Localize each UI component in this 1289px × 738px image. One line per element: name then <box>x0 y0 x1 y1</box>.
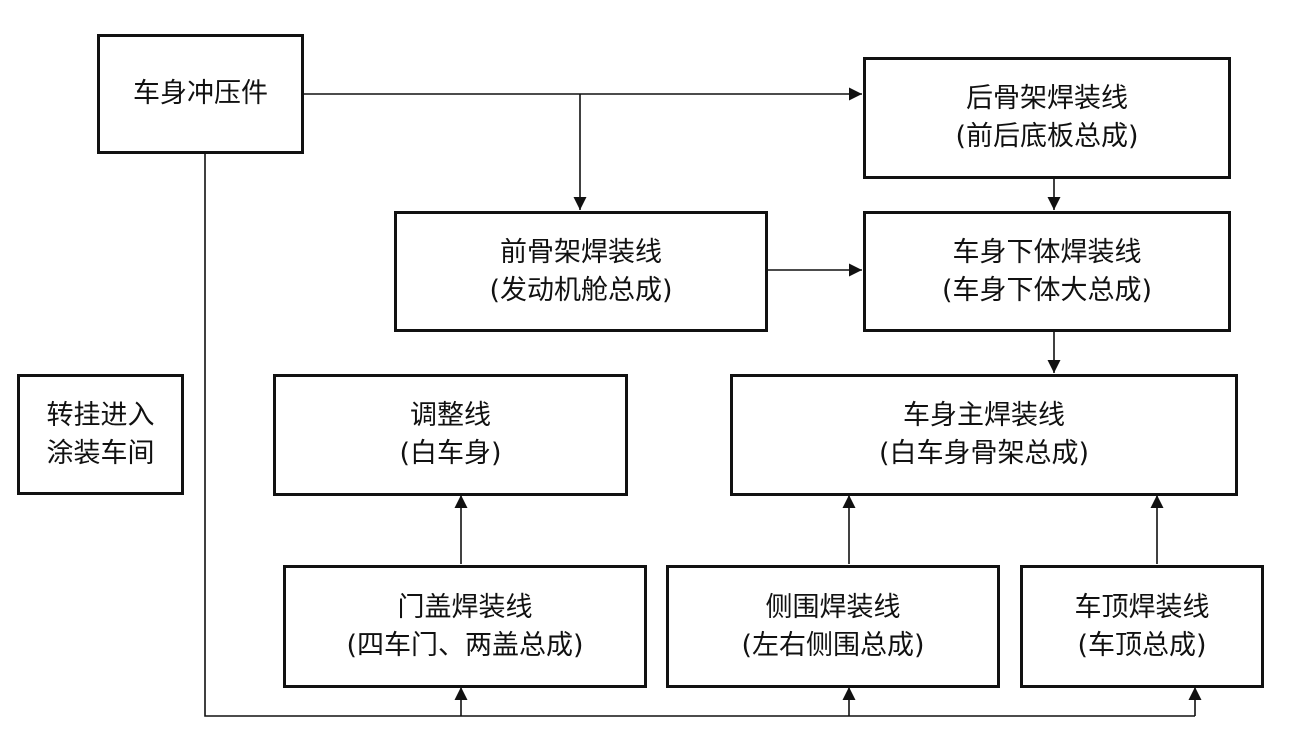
stamping-parts-box: 车身冲压件 <box>97 34 304 154</box>
front-frame-welding-line-subtitle: (发动机舱总成) <box>489 274 673 306</box>
underbody-welding-line-title: 车身下体焊装线 <box>952 236 1142 268</box>
side-panel-welding-line-box: 侧围焊装线 (左右侧围总成) <box>666 565 1000 688</box>
front-frame-welding-line-title: 前骨架焊装线 <box>500 236 662 268</box>
adjustment-line-title: 调整线 <box>410 400 491 431</box>
side-panel-welding-line-subtitle: (左右侧围总成) <box>741 629 925 661</box>
main-body-welding-line-subtitle: (白车身骨架总成) <box>878 438 1090 469</box>
underbody-welding-line-box: 车身下体焊装线 (车身下体大总成) <box>863 211 1231 332</box>
rear-frame-welding-line-subtitle: (前后底板总成) <box>955 121 1139 152</box>
rear-frame-welding-line-title: 后骨架焊装线 <box>966 83 1128 114</box>
transfer-to-paint-shop-line1: 转挂进入 <box>46 399 155 431</box>
underbody-welding-line-subtitle: (车身下体大总成) <box>941 274 1153 306</box>
stamping-feed-bus <box>204 153 1195 717</box>
roof-welding-line-subtitle: (车顶总成) <box>1077 629 1207 661</box>
door-closure-welding-line-box: 门盖焊装线 (四车门、两盖总成) <box>283 565 647 688</box>
adjustment-line-subtitle: (白车身) <box>399 438 502 469</box>
rear-frame-welding-line-box: 后骨架焊装线 (前后底板总成) <box>863 57 1231 179</box>
side-panel-welding-line-title: 侧围焊装线 <box>765 591 901 623</box>
roof-welding-line-title: 车顶焊装线 <box>1074 591 1210 623</box>
door-closure-welding-line-title: 门盖焊装线 <box>397 591 533 623</box>
adjustment-line-box: 调整线 (白车身) <box>273 374 628 496</box>
door-closure-welding-line-subtitle: (四车门、两盖总成) <box>346 629 584 661</box>
roof-welding-line-box: 车顶焊装线 (车顶总成) <box>1020 565 1264 688</box>
main-body-welding-line-title: 车身主焊装线 <box>903 400 1065 431</box>
main-body-welding-line-box: 车身主焊装线 (白车身骨架总成) <box>730 374 1238 496</box>
transfer-to-paint-shop-line2: 涂装车间 <box>46 437 155 469</box>
transfer-to-paint-shop-box: 转挂进入 涂装车间 <box>17 374 184 495</box>
front-frame-welding-line-box: 前骨架焊装线 (发动机舱总成) <box>394 211 768 332</box>
stamping-parts-label: 车身冲压件 <box>133 78 268 109</box>
